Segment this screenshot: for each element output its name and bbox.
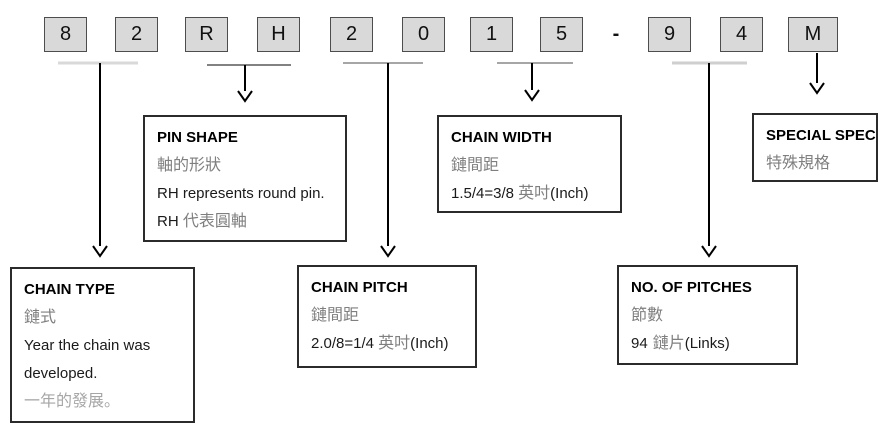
box-subtitle-zh: 鏈間距: [451, 157, 500, 174]
box-description-mixed: RH 代表圓軸: [157, 208, 333, 236]
code-char-box: 2: [115, 17, 158, 52]
code-char-box: 8: [44, 17, 87, 52]
box-subtitle-zh: 特殊規格: [766, 155, 831, 172]
code-char-box: M: [788, 17, 838, 52]
value: 1.5/4=3/8: [451, 185, 519, 202]
box-title: CHAIN PITCH: [311, 279, 408, 296]
box-description-en: RH represents round pin.: [157, 185, 325, 202]
arrow-down-icon: [809, 82, 825, 95]
code-char-box: 5: [540, 17, 583, 52]
label-box-special-spec: SPECIAL SPEC 特殊規格: [752, 113, 878, 182]
unit-en: (Links): [684, 335, 730, 352]
box-description-en: Year the chain was: [24, 337, 151, 354]
box-value-line: 1.5/4=3/8 英吋(Inch): [451, 180, 608, 208]
box-description-zh: 一年的發展。: [24, 393, 121, 410]
unit-zh: 英吋: [378, 335, 411, 352]
label-box-pin-shape: PIN SHAPE 軸的形狀 RH represents round pin. …: [143, 115, 347, 242]
box-subtitle-zh: 節數: [631, 307, 664, 324]
box-title: PIN SHAPE: [157, 129, 238, 146]
label-box-chain-width: CHAIN WIDTH 鏈間距 1.5/4=3/8 英吋(Inch): [437, 115, 622, 213]
box-title: CHAIN TYPE: [24, 281, 115, 298]
box-subtitle-zh: 軸的形狀: [157, 157, 222, 174]
arrow-down-icon: [701, 245, 717, 258]
box-title: NO. OF PITCHES: [631, 279, 752, 296]
arrow-down-icon: [524, 89, 540, 102]
unit-zh: 英吋: [518, 185, 551, 202]
box-value-line: 2.0/8=1/4 英吋(Inch): [311, 330, 463, 358]
box-subtitle-zh: 鏈間距: [311, 307, 360, 324]
code-letters: RH: [157, 213, 183, 230]
arrow-down-icon: [237, 90, 253, 103]
arrow-down-icon: [380, 245, 396, 258]
label-box-chain-pitch: CHAIN PITCH 鏈間距 2.0/8=1/4 英吋(Inch): [297, 265, 477, 368]
label-box-chain-type: CHAIN TYPE 鏈式 Year the chain was develop…: [10, 267, 195, 423]
unit-en: (Inch): [550, 185, 589, 202]
code-char-box: H: [257, 17, 300, 52]
arrow-down-icon: [92, 245, 108, 258]
code-char-box: R: [185, 17, 228, 52]
unit-zh: 鏈片: [652, 335, 685, 352]
code-separator-dash: -: [612, 23, 620, 45]
box-title: CHAIN WIDTH: [451, 129, 552, 146]
code-char-box: 0: [402, 17, 445, 52]
code-char-box: 4: [720, 17, 763, 52]
box-description-en: developed.: [24, 365, 98, 382]
box-title: SPECIAL SPEC: [766, 127, 876, 144]
description-zh: 代表圓軸: [182, 213, 247, 230]
code-char-box: 2: [330, 17, 373, 52]
unit-en: (Inch): [410, 335, 449, 352]
box-subtitle-zh: 鏈式: [24, 309, 57, 326]
value: 94: [631, 335, 648, 352]
value: 2.0/8=1/4: [311, 335, 379, 352]
code-char-box: 1: [470, 17, 513, 52]
code-char-box: 9: [648, 17, 691, 52]
